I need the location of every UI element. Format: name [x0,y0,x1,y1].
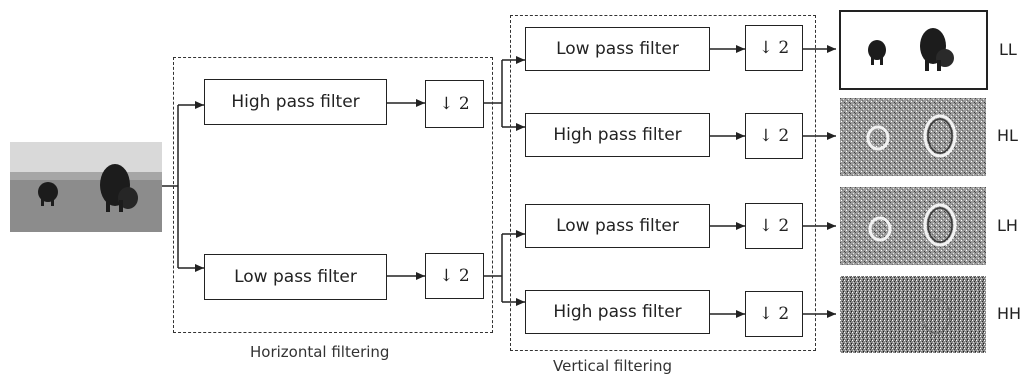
horizontal-high-pass-filter: High pass filter [204,79,387,125]
subband-label-ll: LL [999,40,1017,59]
subband-label-hh: HH [997,304,1022,323]
lh-subband-image [840,187,986,265]
horizontal-downsample-lower: ↓ 2 [425,253,484,299]
hl-subband-image [840,98,986,176]
vertical-filtering-region [510,15,816,351]
horizontal-filtering-region [173,57,493,333]
vertical-downsample-1: ↓ 2 [745,25,803,71]
input-image [10,142,162,232]
vertical-low-pass-filter-1: Low pass filter [525,27,710,71]
hh-subband-image [840,276,986,353]
vertical-filtering-caption: Vertical filtering [553,357,673,375]
vertical-downsample-3: ↓ 2 [745,203,803,249]
subband-label-hl: HL [997,126,1018,145]
vertical-low-pass-filter-2: Low pass filter [525,204,710,248]
horizontal-filtering-caption: Horizontal filtering [250,343,390,361]
vertical-high-pass-filter-2: High pass filter [525,290,710,334]
vertical-downsample-2: ↓ 2 [745,113,803,159]
vertical-high-pass-filter-1: High pass filter [525,113,710,157]
horizontal-low-pass-filter: Low pass filter [204,254,387,300]
vertical-downsample-4: ↓ 2 [745,291,803,337]
horizontal-downsample-upper: ↓ 2 [425,80,484,128]
ll-subband-image [839,10,988,90]
subband-label-lh: LH [997,216,1018,235]
